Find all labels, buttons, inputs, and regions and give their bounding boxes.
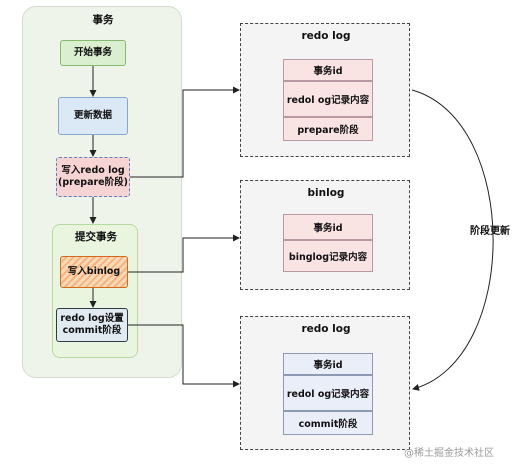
redo-log-commit-node: redo log设置 commit阶段	[56, 308, 128, 342]
redo-bottom-row-content: redol og记录内容	[283, 375, 373, 411]
arrow-write-redo-to-redo-panel	[130, 86, 240, 178]
arrow-write-binlog-to-binlog-panel	[128, 234, 240, 273]
binlog-title: binlog	[307, 187, 345, 199]
redo-top-row-txid: 事务id	[283, 59, 373, 81]
redo-top-row-prepare: prepare阶段	[283, 117, 373, 141]
write-redo-log-node: 写入redo log (prepare阶段)	[56, 157, 130, 197]
arrow-phase-update-curve	[411, 89, 494, 391]
update-data-node: 更新数据	[58, 97, 128, 135]
redo-bottom-row-commit: commit阶段	[283, 411, 373, 435]
start-transaction-node: 开始事务	[60, 40, 126, 66]
write-binlog-node: 写入binlog	[60, 256, 128, 288]
transaction-group-title: 事务	[92, 14, 114, 26]
binlog-row-content: binglog记录内容	[283, 240, 373, 272]
commit-group-title: 提交事务	[75, 231, 117, 243]
binlog-row-txid: 事务id	[283, 214, 373, 240]
redo-bottom-row-txid: 事务id	[283, 353, 373, 375]
redo-log-top-title: redo log	[301, 30, 351, 42]
phase-update-label: 阶段更新	[470, 226, 510, 237]
arrow-set-commit-to-redo-panel	[128, 324, 240, 388]
redo-top-row-content: redol og记录内容	[283, 81, 373, 117]
watermark: @稀土掘金技术社区	[404, 448, 494, 459]
redo-log-bottom-title: redo log	[301, 323, 351, 335]
